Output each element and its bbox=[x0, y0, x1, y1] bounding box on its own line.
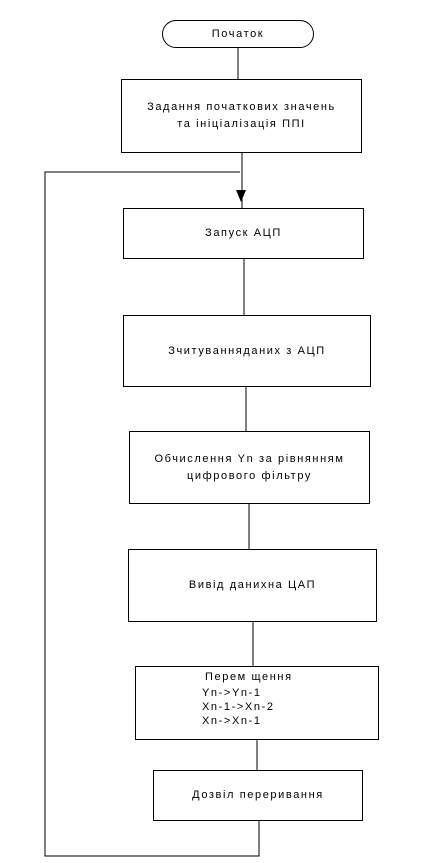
shift-line-3: Xn->Xn-1 bbox=[202, 715, 262, 727]
adc-read-label: Зчитуванняданих з АЦП bbox=[168, 344, 326, 357]
interrupt-enable-label: Дозвіл переривання bbox=[192, 789, 324, 801]
adc-start-label: Запуск АЦП bbox=[205, 227, 282, 239]
dac-output-label: Вивід данихна ЦАП bbox=[188, 579, 317, 591]
start-terminator: Початок bbox=[162, 20, 314, 48]
compute-line-2: цифрового фільтру bbox=[186, 469, 313, 482]
init-line-2: та ініціалізація ППІ bbox=[177, 118, 306, 130]
loop-arrowhead bbox=[236, 190, 246, 202]
shift-line-2: Xn-1->Xn-2 bbox=[202, 701, 275, 713]
compute-block: Обчислення Yn за рівнянням цифрового філ… bbox=[129, 431, 370, 504]
interrupt-enable-block: Дозвіл переривання bbox=[153, 770, 363, 821]
shift-block: Перем щення Yn->Yn-1 Xn-1->Xn-2 Xn->Xn-1 bbox=[135, 666, 379, 740]
dac-output-block: Вивід данихна ЦАП bbox=[128, 549, 377, 622]
shift-line-1: Yn->Yn-1 bbox=[202, 687, 262, 699]
shift-title: Перем щення bbox=[205, 671, 293, 683]
adc-start-block: Запуск АЦП bbox=[123, 208, 364, 259]
init-block: Задання початкових значень та ініціаліза… bbox=[121, 79, 362, 153]
compute-line-1: Обчислення Yn за рівнянням bbox=[154, 452, 345, 465]
init-line-1: Задання початкових значень bbox=[147, 101, 336, 113]
start-label: Початок bbox=[211, 27, 265, 40]
adc-read-block: Зчитуванняданих з АЦП bbox=[123, 315, 371, 387]
